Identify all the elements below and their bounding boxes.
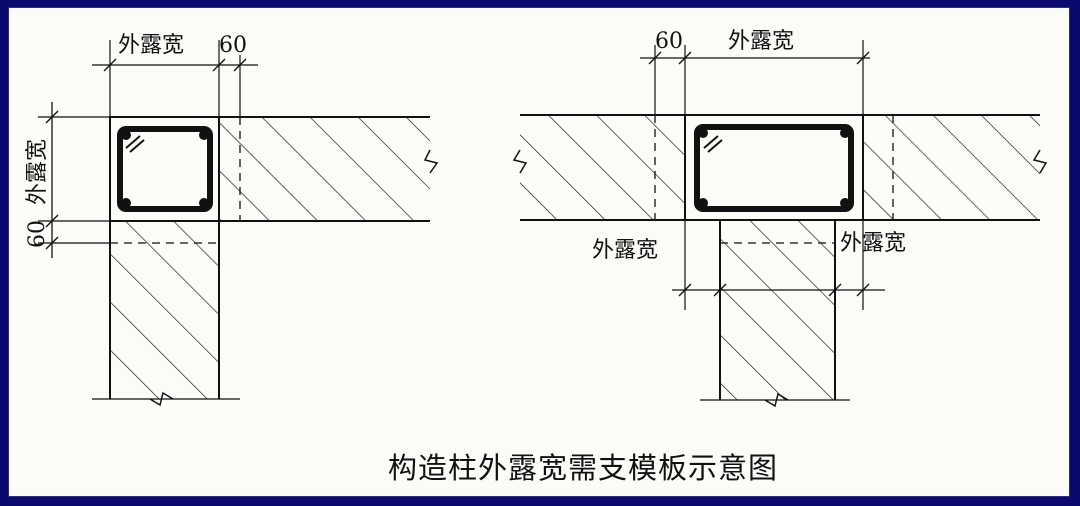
left-horizontal-wall [219,117,430,221]
right-t-junction-diagram [512,40,1048,408]
left-side-60-label: 60 [25,220,50,248]
left-l-corner-diagram [38,40,439,407]
right-top-60-label: 60 [655,29,683,54]
right-vertical-wall [720,220,835,400]
left-top-60-label: 60 [219,33,247,58]
left-side-exposed-width-label: 外露宽 [25,139,50,205]
right-top-exposed-width-label: 外露宽 [728,29,794,54]
left-top-exposed-width-label: 外露宽 [118,33,184,58]
left-rebar-cage [117,126,213,212]
right-column-core [684,114,864,221]
right-lower-right-exposed-width-label: 外露宽 [840,231,906,256]
diagram-caption: 构造柱外露宽需支模板示意图 [388,451,778,485]
left-vertical-wall [110,221,219,399]
right-rebar-cage [694,124,854,212]
right-lower-left-exposed-width-label: 外露宽 [592,238,658,263]
